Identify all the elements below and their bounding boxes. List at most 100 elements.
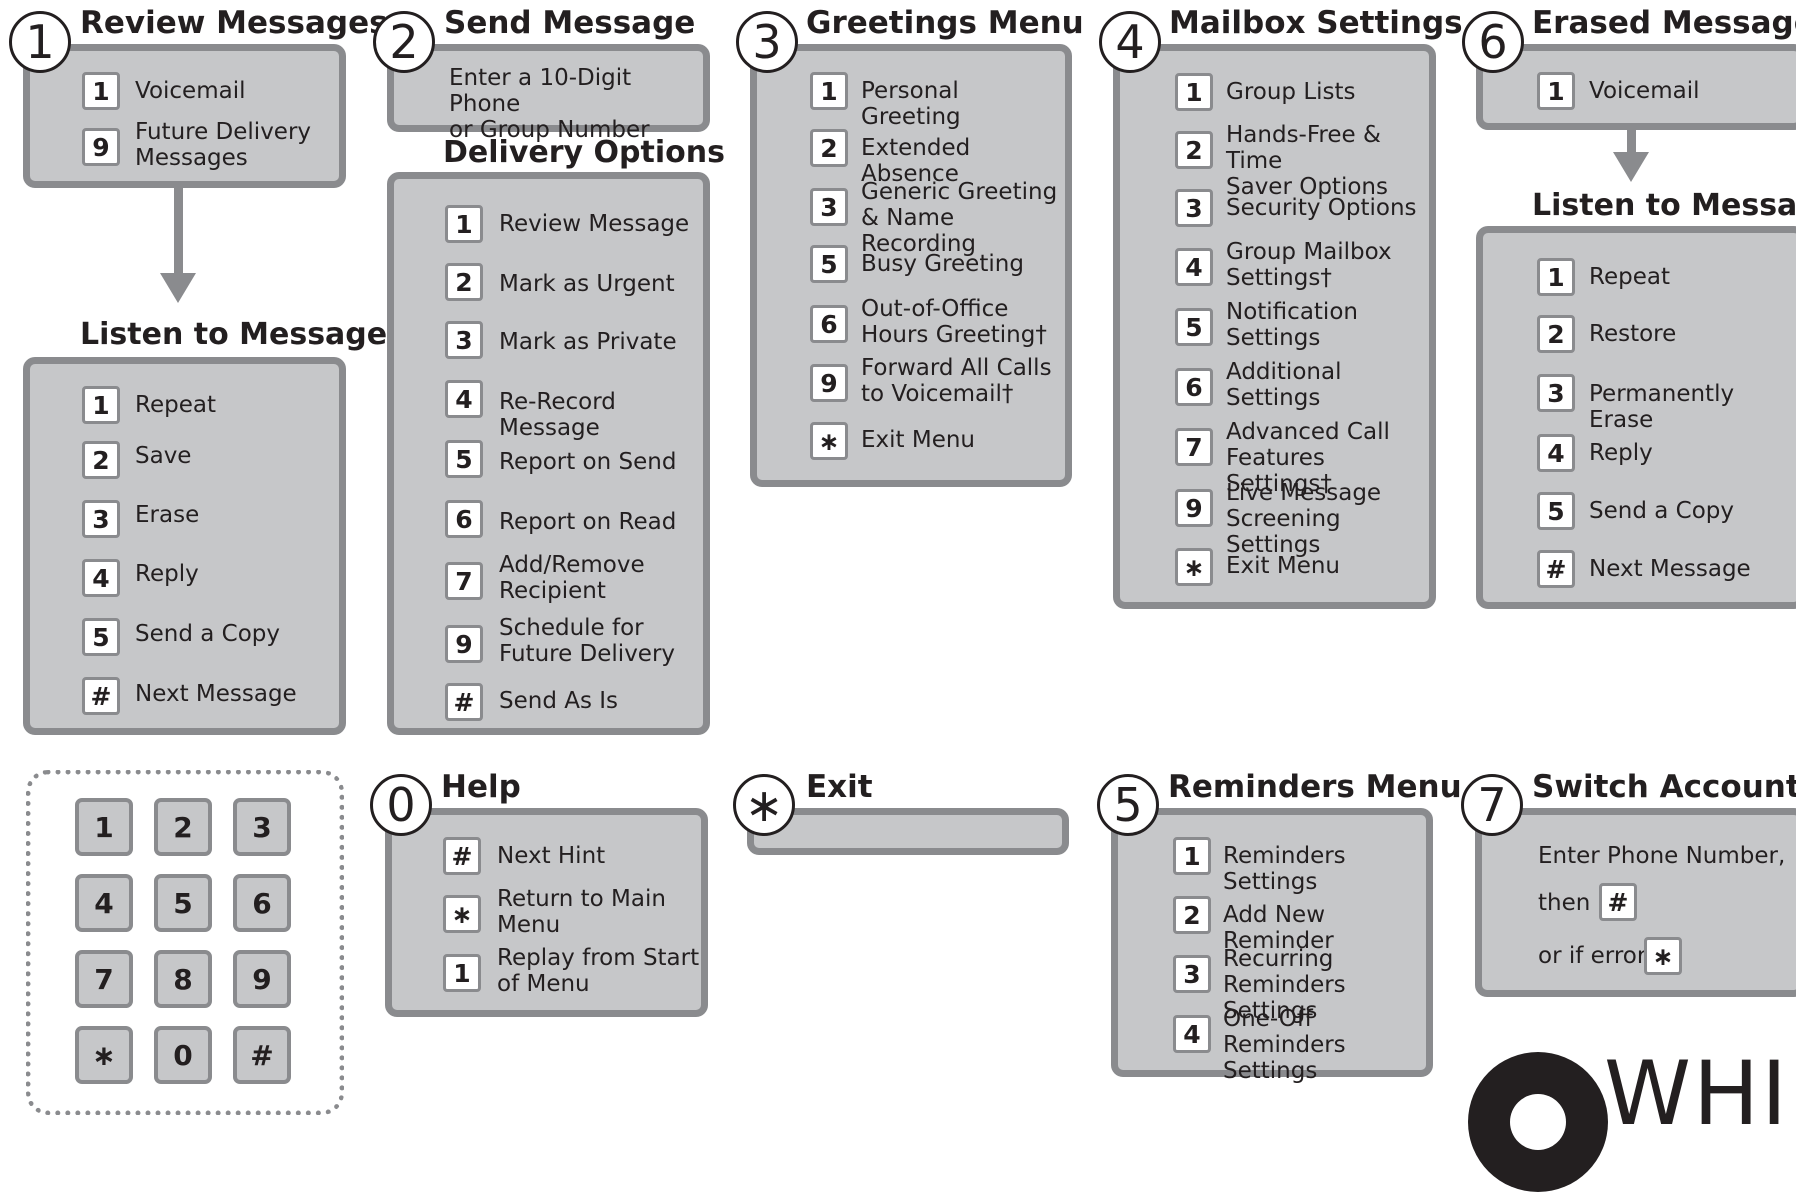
keypad-key[interactable]: 3 bbox=[233, 798, 291, 856]
key-button[interactable]: 2 bbox=[1175, 131, 1213, 169]
key-button[interactable]: 9 bbox=[82, 128, 120, 166]
menu-item-label: Repeat bbox=[135, 392, 216, 418]
switch-account-panel: Enter Phone Number, then # or if error ∗ bbox=[1475, 808, 1796, 997]
send-message-title: Send Message bbox=[444, 5, 696, 41]
menu-item-label: Group Mailbox Settings† bbox=[1226, 239, 1392, 291]
menu-item-label: Schedule for Future Delivery bbox=[499, 615, 676, 667]
key-button[interactable]: 5 bbox=[1175, 308, 1213, 346]
menu-item-label: Reminders Settings bbox=[1223, 843, 1346, 895]
keypad-key[interactable]: 2 bbox=[154, 798, 212, 856]
switch-account-title: Switch Account bbox=[1532, 769, 1796, 805]
key-button[interactable]: 1 bbox=[1175, 73, 1213, 111]
key-button[interactable]: 4 bbox=[82, 559, 120, 597]
key-button[interactable]: ∗ bbox=[1175, 548, 1213, 586]
key-button[interactable]: ∗ bbox=[810, 422, 848, 460]
key-button[interactable]: 6 bbox=[810, 305, 848, 343]
review-messages-panel: 1 Voicemail 9 Future Delivery Messages bbox=[23, 44, 346, 188]
menu-item-label: Notification Settings bbox=[1226, 299, 1358, 351]
menu-item-label: Forward All Calls to Voicemail† bbox=[861, 355, 1052, 407]
menu-item-label: Add New Reminder bbox=[1223, 902, 1334, 954]
key-button[interactable]: ∗ bbox=[1644, 937, 1682, 975]
key-button[interactable]: 1 bbox=[810, 72, 848, 110]
key-button[interactable]: 6 bbox=[445, 500, 483, 538]
key-button[interactable]: 3 bbox=[1175, 189, 1213, 227]
key-button[interactable]: # bbox=[1537, 550, 1575, 588]
key-button[interactable]: # bbox=[443, 837, 481, 875]
menu-item-label: Repeat bbox=[1589, 264, 1670, 290]
key-button[interactable]: 1 bbox=[443, 954, 481, 992]
keypad-key[interactable]: 6 bbox=[233, 874, 291, 932]
key-button[interactable]: 1 bbox=[82, 72, 120, 110]
exit-panel bbox=[747, 808, 1069, 855]
flow-arrow-shaft bbox=[174, 188, 183, 276]
step-7-circle: 7 bbox=[1461, 774, 1523, 836]
key-button[interactable]: 2 bbox=[810, 129, 848, 167]
key-button[interactable]: ∗ bbox=[443, 895, 481, 933]
key-button[interactable]: 6 bbox=[1175, 368, 1213, 406]
key-button[interactable]: 3 bbox=[1537, 374, 1575, 412]
key-button[interactable]: 5 bbox=[1537, 492, 1575, 530]
menu-item-label: Advanced Call Features Settings† bbox=[1226, 419, 1390, 497]
key-button[interactable]: 9 bbox=[810, 364, 848, 402]
keypad-key[interactable]: 0 bbox=[154, 1026, 212, 1084]
key-button[interactable]: 9 bbox=[1175, 489, 1213, 527]
logo-mark-icon bbox=[1468, 1052, 1608, 1192]
key-button[interactable]: 1 bbox=[82, 386, 120, 424]
keypad-key[interactable]: 1 bbox=[75, 798, 133, 856]
key-button[interactable]: # bbox=[82, 677, 120, 715]
key-button[interactable]: 3 bbox=[445, 321, 483, 359]
key-button[interactable]: 1 bbox=[445, 205, 483, 243]
down-arrow-icon bbox=[1613, 152, 1649, 182]
key-button[interactable]: 3 bbox=[82, 500, 120, 538]
key-button[interactable]: 2 bbox=[445, 263, 483, 301]
key-button[interactable]: 2 bbox=[1173, 896, 1211, 934]
key-button[interactable]: 5 bbox=[82, 618, 120, 656]
step-3-circle: 3 bbox=[736, 11, 798, 73]
key-button[interactable]: 4 bbox=[1537, 434, 1575, 472]
key-button[interactable]: 1 bbox=[1537, 72, 1575, 110]
keypad-key[interactable]: 4 bbox=[75, 874, 133, 932]
menu-item-label: Exit Menu bbox=[861, 427, 976, 453]
key-button[interactable]: 7 bbox=[445, 562, 483, 600]
key-button[interactable]: 3 bbox=[1173, 955, 1211, 993]
key-button[interactable]: 3 bbox=[810, 188, 848, 226]
key-button[interactable]: # bbox=[1599, 883, 1637, 921]
key-button[interactable]: 1 bbox=[1173, 837, 1211, 875]
keypad-key[interactable]: 7 bbox=[75, 950, 133, 1008]
keypad-key[interactable]: 8 bbox=[154, 950, 212, 1008]
key-button[interactable]: 9 bbox=[445, 625, 483, 663]
menu-item-label: Exit Menu bbox=[1226, 553, 1341, 579]
menu-item-label: Reply bbox=[1589, 440, 1653, 466]
mailbox-settings-title: Mailbox Settings bbox=[1169, 5, 1463, 41]
menu-item-label: Next Message bbox=[135, 681, 297, 707]
menu-item-label: Future Delivery Messages bbox=[135, 119, 312, 171]
keypad-key[interactable]: ∗ bbox=[75, 1026, 133, 1084]
menu-item-label: Security Options bbox=[1226, 195, 1417, 221]
key-button[interactable]: 1 bbox=[1537, 258, 1575, 296]
key-button[interactable]: 4 bbox=[1175, 248, 1213, 286]
key-button[interactable]: 5 bbox=[810, 245, 848, 283]
keypad-key[interactable]: # bbox=[233, 1026, 291, 1084]
key-button[interactable]: 7 bbox=[1175, 428, 1213, 466]
key-button[interactable]: 4 bbox=[1173, 1015, 1211, 1053]
menu-item-label: Mark as Private bbox=[499, 329, 677, 355]
menu-item-label: Voicemail bbox=[1589, 78, 1700, 104]
key-button[interactable]: 2 bbox=[82, 441, 120, 479]
menu-item-label: Report on Read bbox=[499, 509, 677, 535]
menu-item-label: Personal Greeting bbox=[861, 78, 961, 130]
menu-item-label: Next Message bbox=[1589, 556, 1751, 582]
keypad-key[interactable]: 5 bbox=[154, 874, 212, 932]
erased-messages-title: Erased Messages bbox=[1532, 5, 1796, 41]
menu-item-label: Erase bbox=[135, 502, 200, 528]
send-message-panel: Enter a 10-Digit Phone or Group Number bbox=[387, 44, 710, 143]
listen-to-messages-title: Listen to Messages bbox=[80, 317, 405, 352]
key-button[interactable]: 4 bbox=[445, 380, 483, 418]
key-button[interactable]: 2 bbox=[1537, 315, 1575, 353]
key-button[interactable]: # bbox=[445, 683, 483, 721]
key-button[interactable]: 5 bbox=[445, 440, 483, 478]
keypad-key[interactable]: 9 bbox=[233, 950, 291, 1008]
